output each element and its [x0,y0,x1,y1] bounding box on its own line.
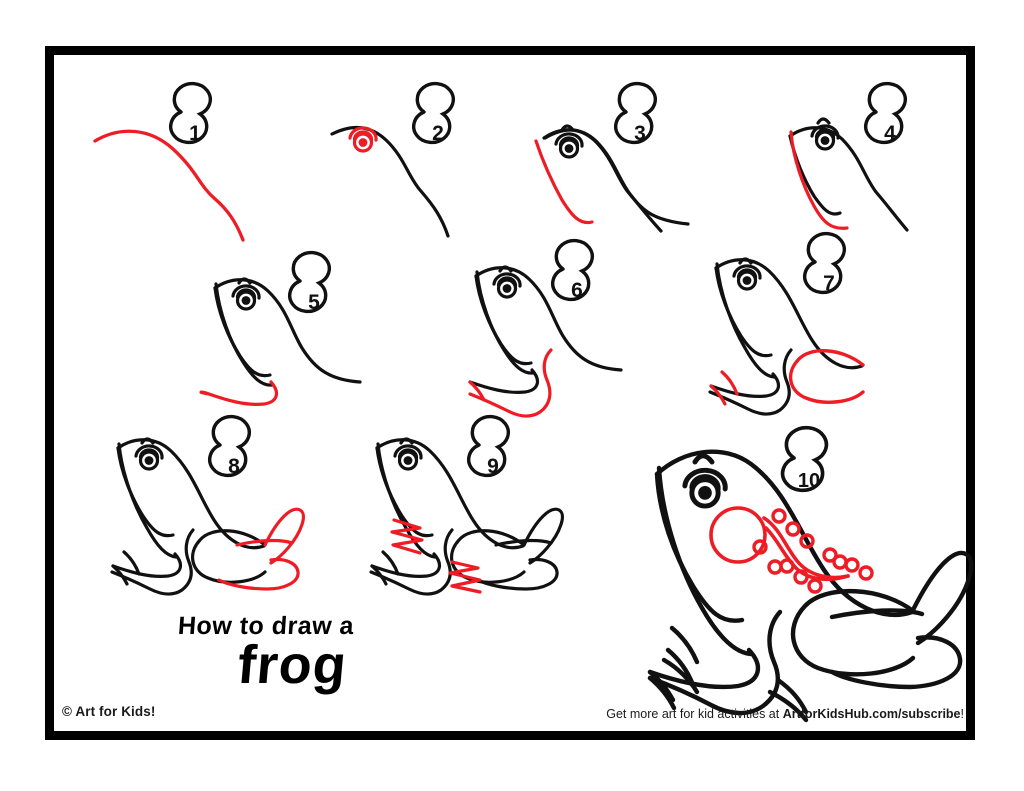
promo-suffix: ! [960,707,964,721]
promo-text: Get more art for kid activities at Artfo… [606,707,964,721]
title-line-2: frog [235,635,350,695]
copyright-text: © Art for Kids! [62,704,156,719]
promo-prefix: Get more art for kid activities at [606,707,783,721]
title-block: How to draw a frog [160,612,460,702]
promo-site-link[interactable]: ArtforKidsHub.com/subscribe [782,707,961,721]
